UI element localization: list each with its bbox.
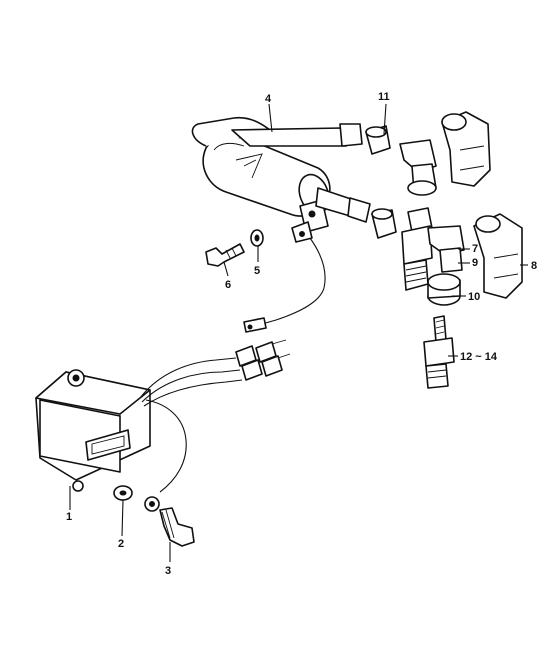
callouts: 1 2 3 4 5 6 7 8 9 10 11 12 ~ 14 <box>66 91 537 577</box>
bolt-6 <box>205 243 245 267</box>
callout-10: 10 <box>468 291 480 303</box>
callout-12-14: 12 ~ 14 <box>460 351 498 363</box>
plug-cap-8-lower <box>473 213 523 299</box>
igniter-unit <box>35 339 291 512</box>
callout-2: 2 <box>118 538 124 550</box>
grommet-11-lower <box>371 208 397 239</box>
leader-lines <box>69 103 528 562</box>
callout-4: 4 <box>265 93 272 105</box>
washer-5 <box>250 229 264 247</box>
grommet-11-upper <box>365 125 391 155</box>
bolt-3 <box>159 507 195 547</box>
callout-5: 5 <box>254 265 260 277</box>
callout-9: 9 <box>472 257 478 269</box>
plug-cap-upper-elbow <box>399 139 437 196</box>
spark-plug-12-14 <box>423 315 455 389</box>
plug-cap-elbow-7-9 <box>427 225 465 273</box>
connector-plugs <box>235 339 291 381</box>
callout-8: 8 <box>531 260 537 272</box>
callout-7: 7 <box>472 243 478 255</box>
washer-2 <box>113 485 133 501</box>
callout-3: 3 <box>165 565 171 577</box>
seal-10 <box>427 273 461 306</box>
spark-plug-installed <box>401 207 433 291</box>
callout-1: 1 <box>66 511 72 523</box>
ignition-coil <box>191 116 371 333</box>
callout-11: 11 <box>378 91 390 103</box>
plug-cap-8-upper <box>441 111 491 187</box>
callout-6: 6 <box>225 279 231 291</box>
